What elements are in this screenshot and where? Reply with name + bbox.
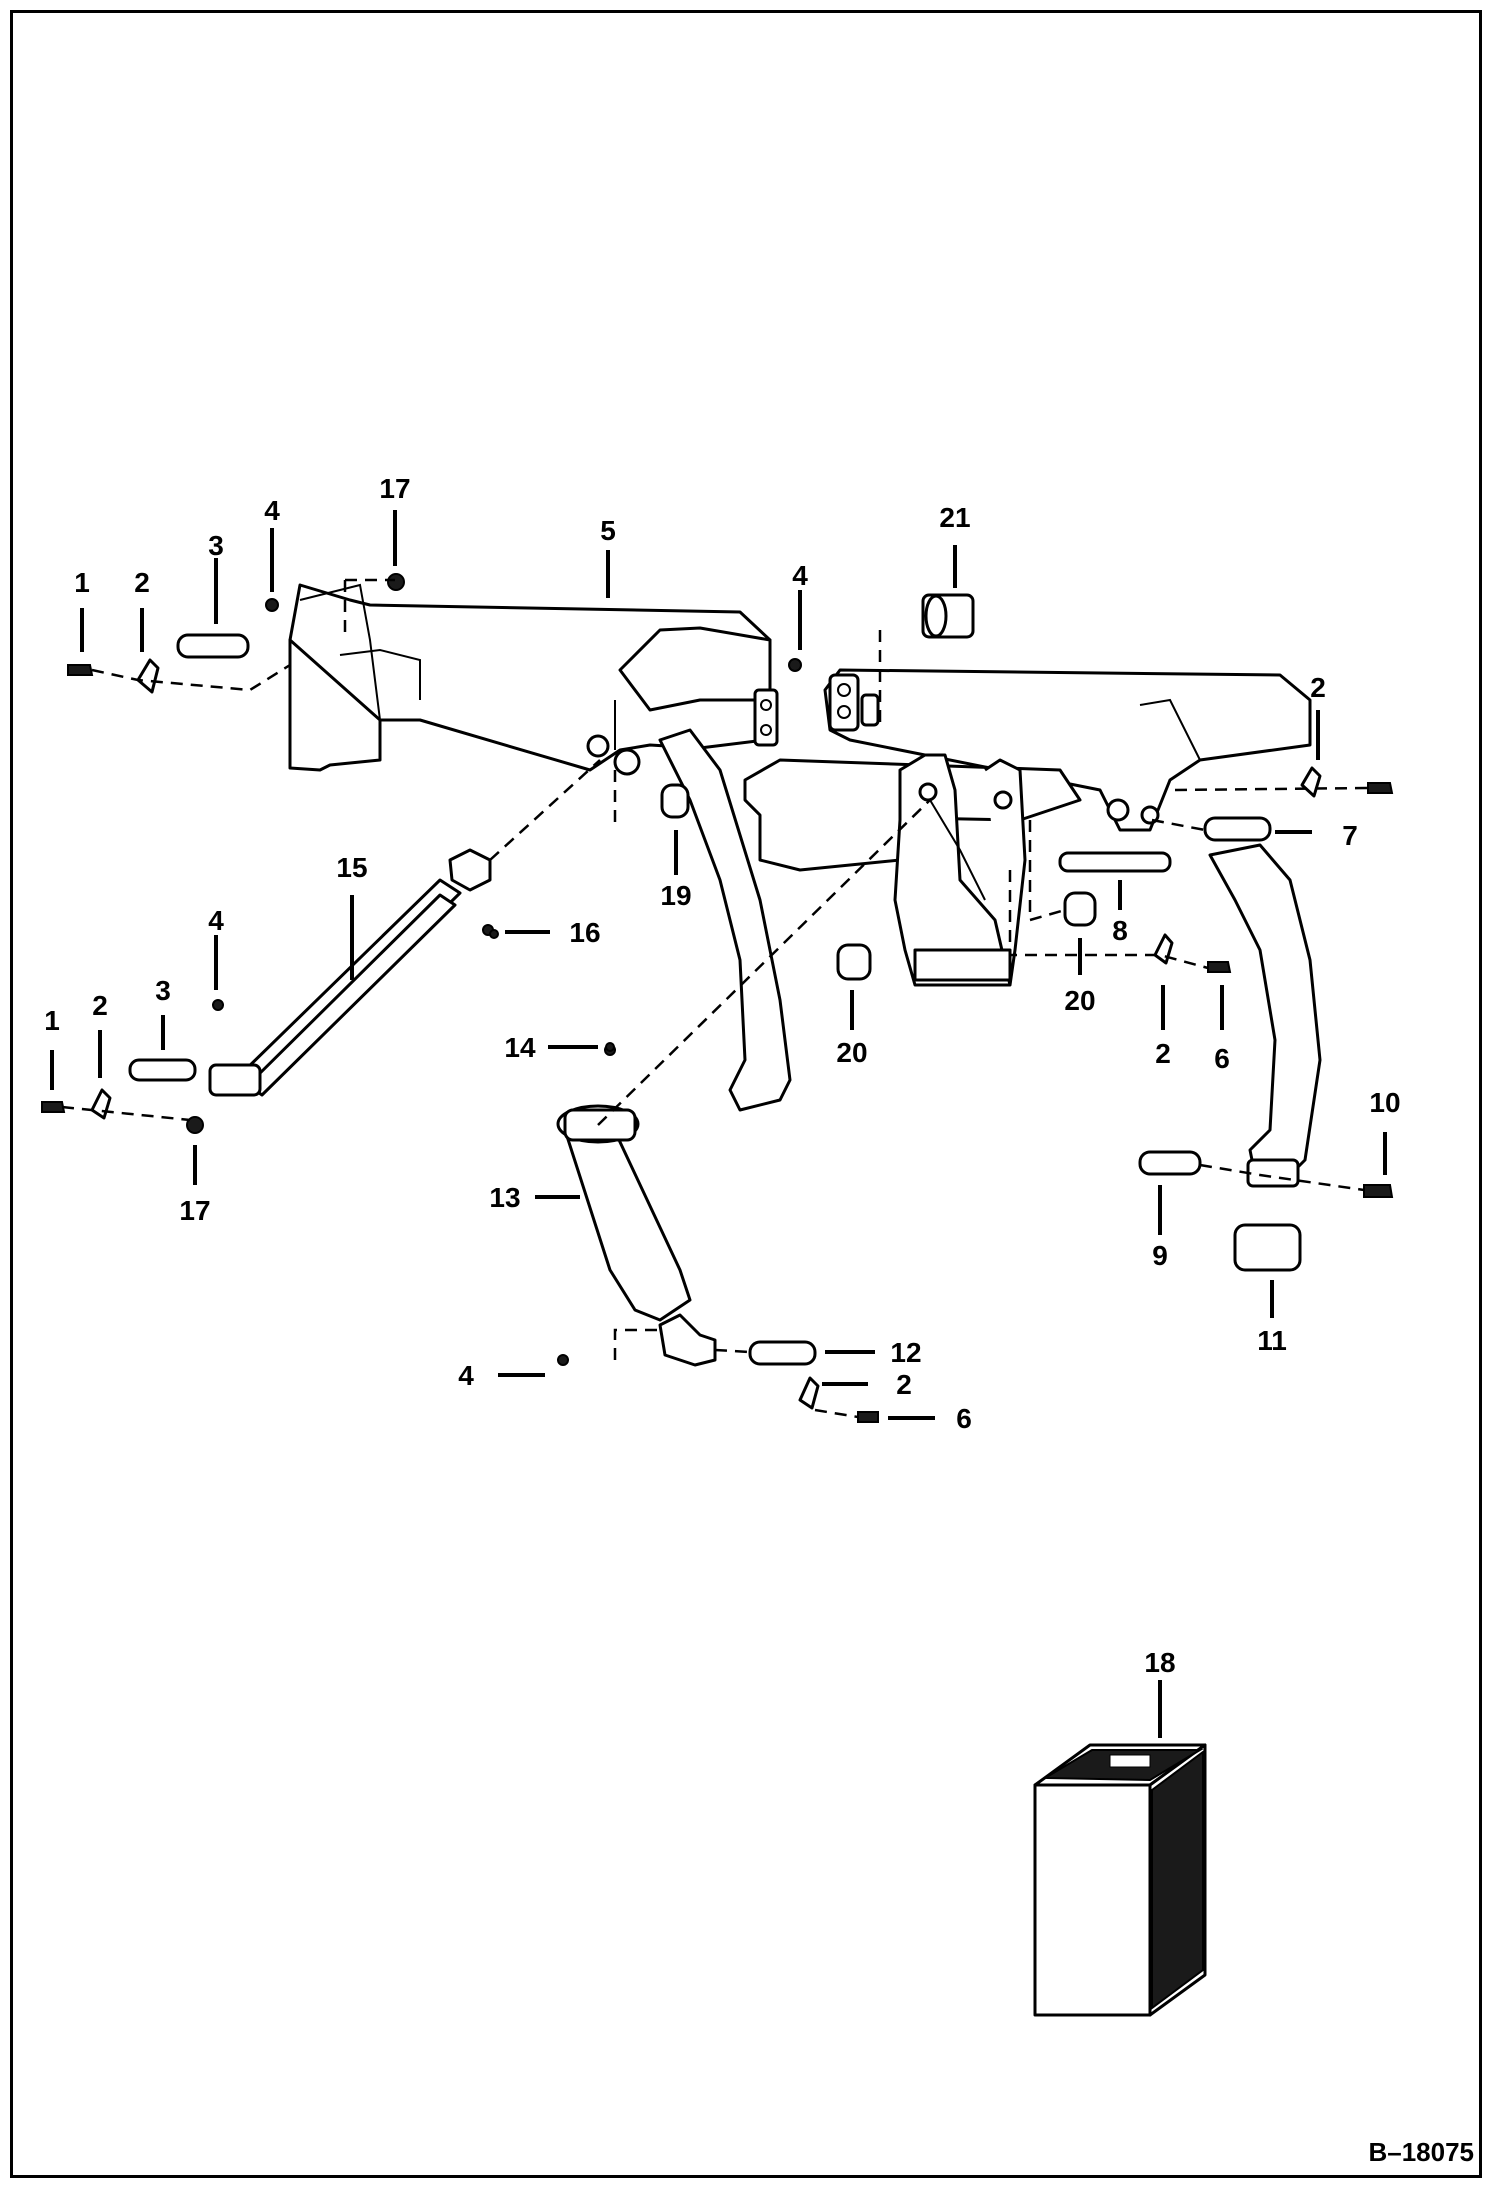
callout-1: 1 xyxy=(44,1005,60,1036)
callout-5: 5 xyxy=(600,515,616,546)
callout-4: 4 xyxy=(792,560,808,591)
callout-13: 13 xyxy=(489,1182,520,1213)
lift-cylinder-15 xyxy=(208,848,492,1097)
diagram-frame xyxy=(10,10,1482,2178)
callout-6: 6 xyxy=(1214,1043,1230,1074)
callout-17: 17 xyxy=(179,1195,210,1226)
parts-box-18 xyxy=(1033,1743,1207,2017)
callout-2: 2 xyxy=(92,990,108,1021)
callout-2: 2 xyxy=(1310,672,1326,703)
callout-18: 18 xyxy=(1144,1647,1175,1678)
callout-17: 17 xyxy=(379,473,410,504)
callout-3: 3 xyxy=(155,975,171,1006)
callout-21: 21 xyxy=(939,502,970,533)
right-lift-arm xyxy=(1208,843,1322,1177)
callout-4: 4 xyxy=(208,905,224,936)
callout-8: 8 xyxy=(1112,915,1128,946)
callout-11: 11 xyxy=(1257,1325,1287,1356)
assembly-lines xyxy=(61,578,1369,1419)
callout-4: 4 xyxy=(264,495,280,526)
callout-2: 2 xyxy=(1155,1038,1171,1069)
pins-and-hardware xyxy=(41,573,1394,1423)
callout-labels: 1 2 3 4 17 5 21 4 2 7 15 4 16 19 8 1 2 3… xyxy=(44,473,1400,1678)
callout-20: 20 xyxy=(836,1037,867,1068)
figure-code: B–18075 xyxy=(1368,2137,1474,2167)
callout-4: 4 xyxy=(458,1360,474,1391)
callout-12: 12 xyxy=(890,1337,921,1368)
callout-3: 3 xyxy=(208,530,224,561)
callout-15: 15 xyxy=(336,852,367,883)
callout-10: 10 xyxy=(1369,1087,1400,1118)
callout-1: 1 xyxy=(74,567,90,598)
callout-2: 2 xyxy=(134,567,150,598)
tilt-cylinder-13 xyxy=(556,1104,717,1367)
boom-frame xyxy=(288,583,1312,987)
callout-6: 6 xyxy=(956,1403,972,1434)
callout-19: 19 xyxy=(660,880,691,911)
callout-20: 20 xyxy=(1064,985,1095,1016)
leader-lines xyxy=(50,510,1387,1738)
callout-2: 2 xyxy=(896,1369,912,1400)
callout-7: 7 xyxy=(1342,820,1358,851)
left-lift-arm xyxy=(658,728,792,1112)
callout-9: 9 xyxy=(1152,1240,1168,1271)
callout-16: 16 xyxy=(569,917,600,948)
callout-14: 14 xyxy=(504,1032,536,1063)
